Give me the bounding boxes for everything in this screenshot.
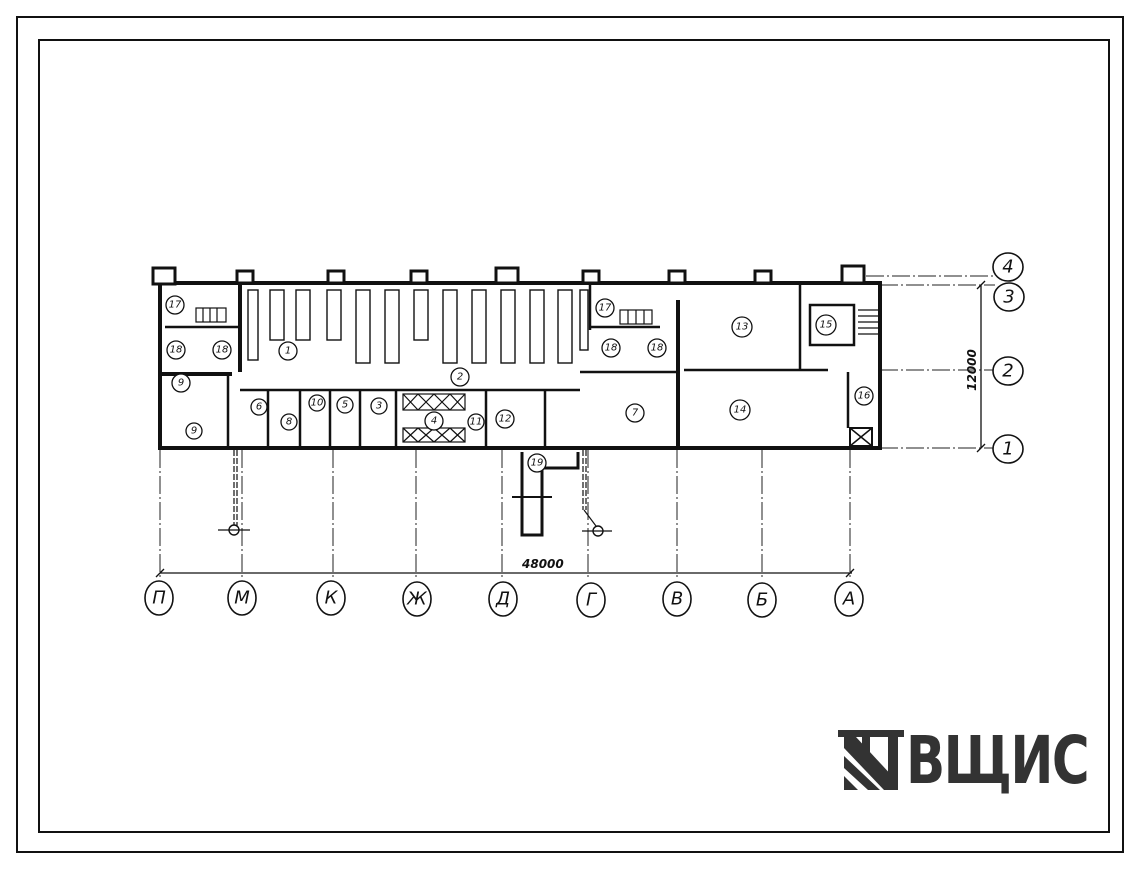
dimension-48000: 48000 <box>155 557 855 578</box>
svg-text:18: 18 <box>605 343 618 354</box>
svg-text:8: 8 <box>286 417 292 428</box>
svg-text:Г: Г <box>586 590 598 611</box>
svg-text:15: 15 <box>820 320 833 331</box>
svg-text:12000: 12000 <box>965 349 979 391</box>
svg-text:18: 18 <box>651 343 664 354</box>
svg-text:3: 3 <box>376 401 382 412</box>
inner-frame <box>38 39 1110 833</box>
svg-text:К: К <box>325 588 339 609</box>
svg-text:10: 10 <box>311 398 324 409</box>
letter-axis-bubbles: П М К Ж Д Г В Б А <box>144 580 864 618</box>
svg-text:Ж: Ж <box>406 589 427 610</box>
svg-text:17: 17 <box>599 303 612 314</box>
letter-axis-lines <box>159 450 851 580</box>
svg-text:4: 4 <box>431 416 437 427</box>
svg-text:13: 13 <box>736 322 749 333</box>
svg-text:1: 1 <box>285 346 291 357</box>
number-axis-bubbles: 4 3 2 1 <box>992 252 1025 464</box>
svg-text:П: П <box>152 588 166 609</box>
svg-text:А: А <box>842 589 855 610</box>
svg-text:М: М <box>234 588 250 609</box>
svg-text:1: 1 <box>1002 439 1013 460</box>
svg-text:16: 16 <box>858 391 871 402</box>
svg-text:48000: 48000 <box>521 557 564 571</box>
svg-text:18: 18 <box>216 345 229 356</box>
svg-text:2: 2 <box>1002 361 1013 382</box>
vshchis-logo: ВЩИС <box>836 728 1090 794</box>
svg-text:Б: Б <box>756 590 768 611</box>
svg-text:9: 9 <box>178 378 184 389</box>
svg-text:В: В <box>671 589 683 610</box>
bookshelves <box>247 289 589 364</box>
svg-text:2: 2 <box>457 372 463 383</box>
dimension-12000: 12000 <box>965 280 986 453</box>
logo-text: ВЩИС <box>906 722 1090 799</box>
svg-text:6: 6 <box>256 402 262 413</box>
svg-text:9: 9 <box>191 426 197 437</box>
svg-text:7: 7 <box>632 408 639 419</box>
svg-text:14: 14 <box>734 405 747 416</box>
svg-text:18: 18 <box>170 345 183 356</box>
svg-text:3: 3 <box>1003 287 1014 308</box>
outer-frame <box>16 16 1124 853</box>
room-markers: 17 18 18 9 9 1 2 6 8 10 5 3 4 11 12 19 7… <box>165 295 874 473</box>
number-axis-lines <box>866 275 995 449</box>
svg-text:19: 19 <box>531 458 544 469</box>
svg-text:Д: Д <box>495 589 510 610</box>
svg-text:17: 17 <box>169 300 182 311</box>
svg-text:5: 5 <box>342 400 348 411</box>
svg-text:11: 11 <box>470 417 483 428</box>
svg-text:12: 12 <box>499 414 512 425</box>
building-walls <box>151 264 882 537</box>
logo-emblem-icon <box>838 730 904 790</box>
svg-text:4: 4 <box>1002 257 1013 278</box>
